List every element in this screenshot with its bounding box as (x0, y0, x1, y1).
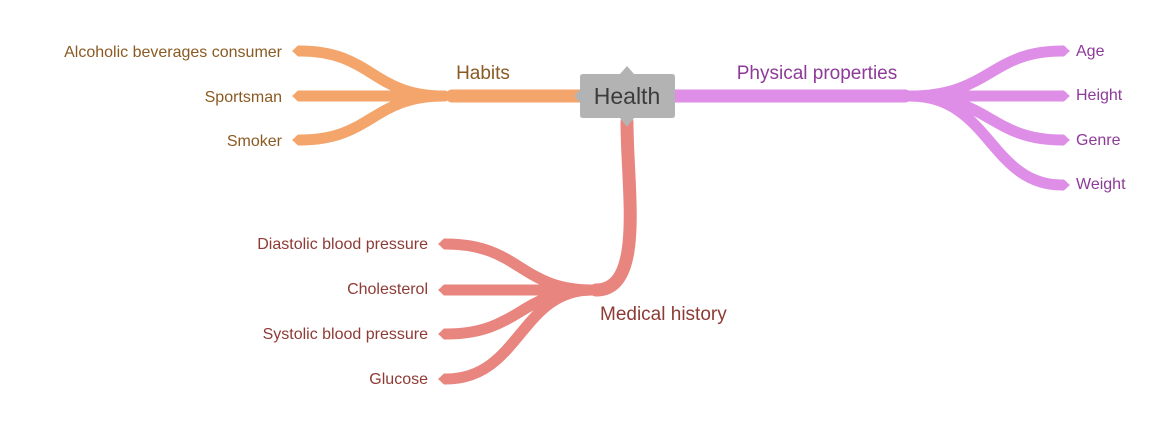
link-center-medical (589, 115, 637, 297)
physical-arrowheads (676, 45, 1070, 191)
leaf-sportsman[interactable]: Sportsman (205, 89, 282, 106)
center-node-shape (574, 66, 675, 127)
leaf-smoker[interactable]: Smoker (227, 133, 283, 150)
leaf-cholesterol[interactable]: Cholesterol (347, 281, 428, 298)
link-medical-diastolic (440, 238, 598, 296)
physical-branch (669, 45, 1068, 191)
leaf-height[interactable]: Height (1076, 87, 1123, 104)
habits-label[interactable]: Habits (456, 63, 510, 84)
link-habits-alcohol (294, 45, 450, 102)
leaf-weight[interactable]: Weight (1076, 176, 1126, 193)
physical-label[interactable]: Physical properties (737, 63, 898, 84)
leaf-alcoholic-beverages-consumer[interactable]: Alcoholic beverages consumer (64, 44, 283, 61)
leaf-genre[interactable]: Genre (1076, 132, 1121, 149)
habits-arrowheads (292, 45, 452, 146)
link-habits-smoker (294, 90, 450, 146)
link-physical-weight (904, 90, 1068, 191)
center-node-label: Health (594, 83, 660, 109)
medical-label[interactable]: Medical history (600, 304, 727, 325)
habits-branch (294, 45, 587, 146)
leaf-diastolic-blood-pressure[interactable]: Diastolic blood pressure (257, 236, 428, 253)
center-node[interactable]: Health (574, 66, 675, 127)
link-medical-glucose (440, 284, 598, 385)
leaf-age[interactable]: Age (1076, 43, 1105, 60)
leaf-systolic-blood-pressure[interactable]: Systolic blood pressure (263, 326, 429, 343)
medical-arrowheads (438, 238, 445, 385)
link-physical-age (904, 45, 1068, 102)
leaf-glucose[interactable]: Glucose (369, 371, 428, 388)
medical-branch (440, 115, 637, 385)
